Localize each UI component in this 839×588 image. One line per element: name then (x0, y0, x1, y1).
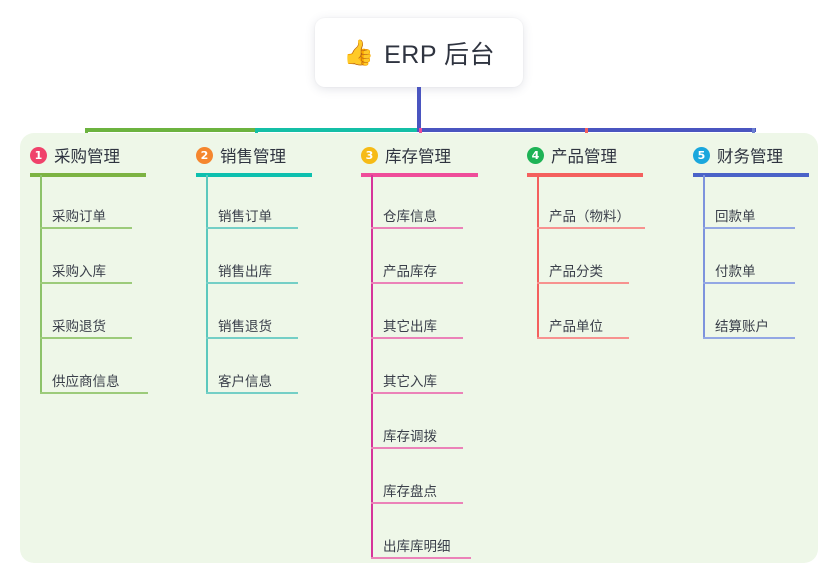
branch-item-label: 采购入库 (52, 264, 106, 279)
branch-item-label: 销售订单 (218, 209, 272, 224)
branch-item-label: 产品（物料） (549, 209, 630, 224)
branch-item-label: 库存调拨 (383, 429, 437, 444)
branch-item-label: 供应商信息 (52, 374, 120, 389)
branch-item-rule (537, 227, 645, 229)
branch-item-rule (537, 282, 629, 284)
branch-item-label: 其它出库 (383, 319, 437, 334)
connector-segment-green (85, 128, 259, 132)
branch-item-label: 付款单 (715, 264, 756, 279)
branch-item-rule (537, 337, 629, 339)
branch-item-rule (206, 282, 298, 284)
branch-item-rule (371, 502, 463, 504)
branch-item-rule (206, 337, 298, 339)
branch-item-rule (206, 392, 298, 394)
branch-item-rule (703, 282, 795, 284)
branch-stem (206, 175, 208, 394)
branch-title: 产品管理 (551, 148, 617, 166)
branch-rule (196, 173, 312, 177)
branch-item-rule (371, 557, 471, 559)
branch-badge-3: 3 (361, 146, 378, 164)
branch-item-rule (40, 337, 132, 339)
root-node-title: ERP 后台 (384, 40, 496, 69)
root-node[interactable]: 👍 ERP 后台 (315, 18, 523, 87)
connector-trunk (417, 87, 421, 132)
branch-badge-5: 5 (693, 146, 710, 164)
branch-title: 销售管理 (220, 148, 286, 166)
branch-item-label: 客户信息 (218, 374, 272, 389)
thumbs-up-icon: 👍 (342, 38, 375, 67)
branch-item-rule (40, 227, 132, 229)
branch-item-rule (371, 447, 463, 449)
branch-item-label: 出库库明细 (383, 539, 451, 554)
connector-segment-teal (255, 128, 423, 132)
branch-item-label: 产品库存 (383, 264, 437, 279)
branch-item-label: 其它入库 (383, 374, 437, 389)
branch-item-label: 采购退货 (52, 319, 106, 334)
branch-rule (527, 173, 643, 177)
branch-item-rule (40, 392, 148, 394)
branch-item-label: 销售出库 (218, 264, 272, 279)
branch-item-rule (703, 227, 795, 229)
branch-item-rule (703, 337, 795, 339)
branch-item-label: 产品分类 (549, 264, 603, 279)
branch-title: 库存管理 (385, 148, 451, 166)
branch-header-2[interactable]: 2 销售管理 (196, 143, 286, 167)
branch-item-rule (371, 282, 463, 284)
branch-header-5[interactable]: 5 财务管理 (693, 143, 783, 167)
branch-badge-2: 2 (196, 146, 213, 164)
branch-item-label: 结算账户 (715, 319, 769, 334)
branch-item-rule (371, 227, 463, 229)
branch-title: 财务管理 (717, 148, 783, 166)
branch-rule (30, 173, 146, 177)
branch-stem (537, 175, 539, 339)
branch-stem (703, 175, 705, 339)
branch-title: 采购管理 (54, 148, 120, 166)
branch-header-4[interactable]: 4 产品管理 (527, 143, 617, 167)
branches-panel: 1 采购管理采购订单采购入库采购退货供应商信息 2 销售管理销售订单销售出库销售退货客… (20, 133, 818, 563)
branch-item-rule (371, 392, 463, 394)
branch-item-label: 销售退货 (218, 319, 272, 334)
branch-badge-1: 1 (30, 146, 47, 164)
branch-item-label: 库存盘点 (383, 484, 437, 499)
branch-item-label: 回款单 (715, 209, 756, 224)
branch-item-label: 采购订单 (52, 209, 106, 224)
branch-stem (40, 175, 42, 394)
branch-header-3[interactable]: 3 库存管理 (361, 143, 451, 167)
branch-header-1[interactable]: 1 采购管理 (30, 143, 120, 167)
branch-item-rule (40, 282, 132, 284)
branch-rule (361, 173, 478, 177)
branch-item-rule (206, 227, 298, 229)
branch-badge-4: 4 (527, 146, 544, 164)
branch-stem (371, 175, 373, 559)
branch-rule (693, 173, 809, 177)
branch-item-label: 仓库信息 (383, 209, 437, 224)
branch-item-label: 产品单位 (549, 319, 603, 334)
branch-item-rule (371, 337, 463, 339)
